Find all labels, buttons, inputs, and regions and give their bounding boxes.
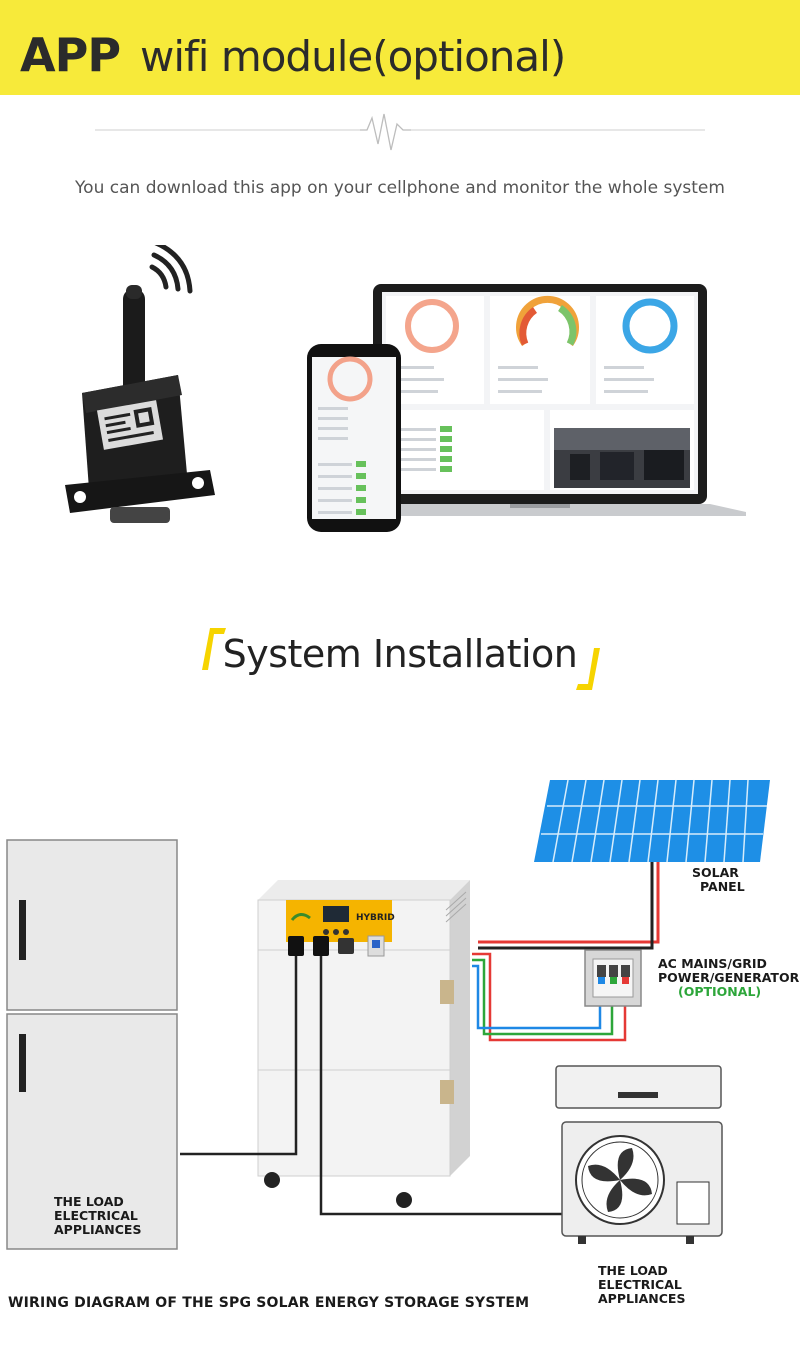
header-title: wifi module(optional) bbox=[140, 32, 566, 81]
ac-outdoor-unit-icon bbox=[561, 1121, 723, 1244]
laptop-dashboard-image bbox=[370, 284, 746, 516]
subtitle: You can download this app on your cellph… bbox=[75, 178, 725, 198]
header-banner: APP wifi module(optional) bbox=[0, 0, 800, 95]
ac-indoor-unit-icon bbox=[555, 1065, 722, 1109]
load-label-right: THE LOAD ELECTRICAL APPLIANCES bbox=[598, 1263, 686, 1306]
section-title: System Installation bbox=[222, 632, 578, 676]
diagram-caption: WIRING DIAGRAM OF THE SPG SOLAR ENERGY S… bbox=[8, 1295, 530, 1311]
wiring-diagram: HYBRID bbox=[6, 779, 770, 1250]
breaker-box-icon bbox=[584, 949, 642, 1007]
ac-mains-label: AC MAINS/GRID POWER/GENERATOR (OPTIONAL) bbox=[658, 956, 800, 999]
solar-panel-icon bbox=[534, 779, 770, 863]
phone-app-image bbox=[307, 344, 401, 532]
inverter-battery-unit: HYBRID bbox=[257, 880, 470, 1208]
solar-panel-label: SOLAR PANEL bbox=[692, 865, 745, 894]
title-brackets bbox=[202, 628, 600, 690]
app-label: APP bbox=[20, 28, 121, 82]
refrigerator-icon bbox=[6, 839, 178, 1250]
load-label-left: THE LOAD ELECTRICAL APPLIANCES bbox=[54, 1194, 142, 1237]
wifi-module-image bbox=[65, 245, 215, 523]
inverter-brand: HYBRID bbox=[356, 913, 395, 923]
pulse-divider bbox=[95, 113, 705, 151]
wifi-signal-icon bbox=[149, 245, 193, 294]
